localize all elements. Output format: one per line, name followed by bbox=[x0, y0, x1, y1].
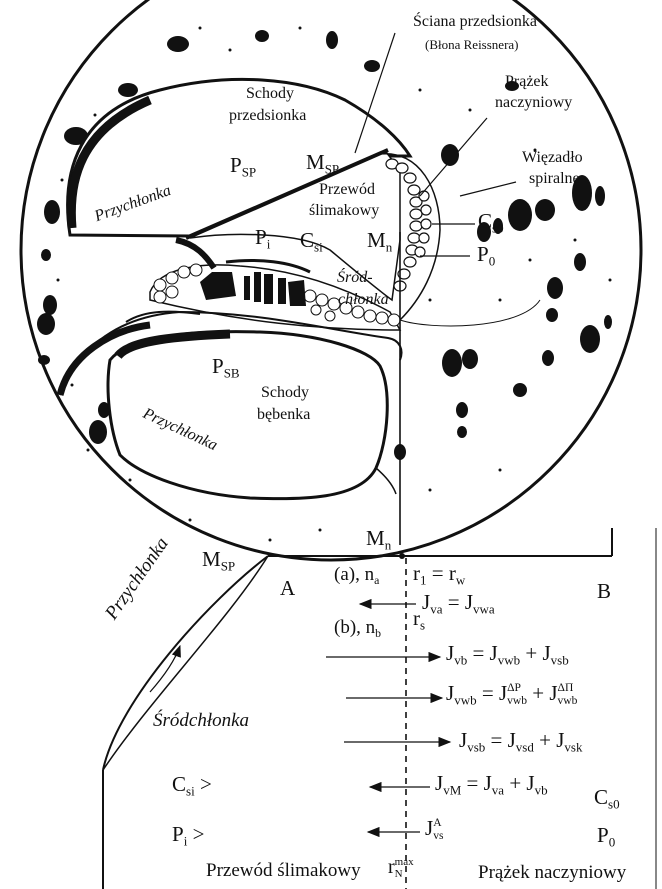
label-region-a: A bbox=[280, 578, 295, 599]
label-bottom-m-n: Mn bbox=[366, 528, 391, 552]
label-p-sp: PSP bbox=[230, 155, 256, 179]
label-bottom-p-0: P0 bbox=[597, 825, 615, 849]
label-slimakowy: ślimakowy bbox=[309, 203, 379, 219]
label-c-si: Csi bbox=[300, 230, 323, 254]
label-p-0: P0 bbox=[477, 244, 495, 268]
label-m-n: Mn bbox=[367, 230, 392, 254]
label-przewod: Przewód bbox=[319, 182, 375, 198]
label-prazek: Prążek bbox=[505, 74, 549, 90]
label-przewod-slimakowy: Przewód ślimakowy bbox=[206, 861, 361, 880]
label-blona-reissnera: (Błona Reissnera) bbox=[425, 38, 519, 51]
label-m-sp: MSP bbox=[306, 152, 339, 176]
label-c-s0: Cs0 bbox=[478, 211, 504, 235]
label-bottom-p-i: Pi > bbox=[172, 824, 204, 848]
equation-jva: Jva = Jvwa bbox=[422, 592, 495, 616]
label-chlonka: chłonka bbox=[338, 292, 389, 308]
equation-r1-rw: r1 = rw bbox=[413, 563, 465, 587]
label-schody-bebenka-2: bębenka bbox=[257, 407, 310, 423]
equation-jvb: Jvb = Jvwb + Jvsb bbox=[446, 643, 569, 667]
equation-jvm: JvM = Jva + Jvb bbox=[435, 773, 548, 797]
label-b-nb: (b), nb bbox=[334, 618, 381, 640]
label-srodchlonka: Śródchłonka bbox=[153, 711, 249, 730]
label-p-i: Pi bbox=[255, 227, 270, 251]
label-bottom-c-s0: Cs0 bbox=[594, 787, 620, 811]
label-prazek-naczyniowy: Prążek naczyniowy bbox=[478, 863, 626, 882]
label-a-na: (a), na bbox=[334, 565, 379, 587]
label-bottom-m-sp: MSP bbox=[202, 549, 235, 573]
label-schody-bebenka-1: Schody bbox=[261, 385, 309, 401]
label-p-sb: PSB bbox=[212, 356, 240, 380]
label-region-b: B bbox=[597, 581, 611, 602]
label-srod: Śród- bbox=[337, 270, 373, 286]
label-sciana-przedsionka: Ściana przedsionka bbox=[413, 14, 537, 30]
label-bottom-c-si: Csi > bbox=[172, 774, 212, 798]
label-schody-przedsionka-1: Schody bbox=[246, 86, 294, 102]
label-schody-przedsionka-2: przedsionka bbox=[229, 108, 306, 124]
label-naczyniowy: naczyniowy bbox=[495, 95, 572, 111]
label-wiezadlo: Więzadło bbox=[522, 150, 583, 166]
equation-jvsb: Jvsb = Jvsd + Jvsk bbox=[459, 730, 583, 754]
label-spiralne: spiralne bbox=[529, 171, 580, 187]
